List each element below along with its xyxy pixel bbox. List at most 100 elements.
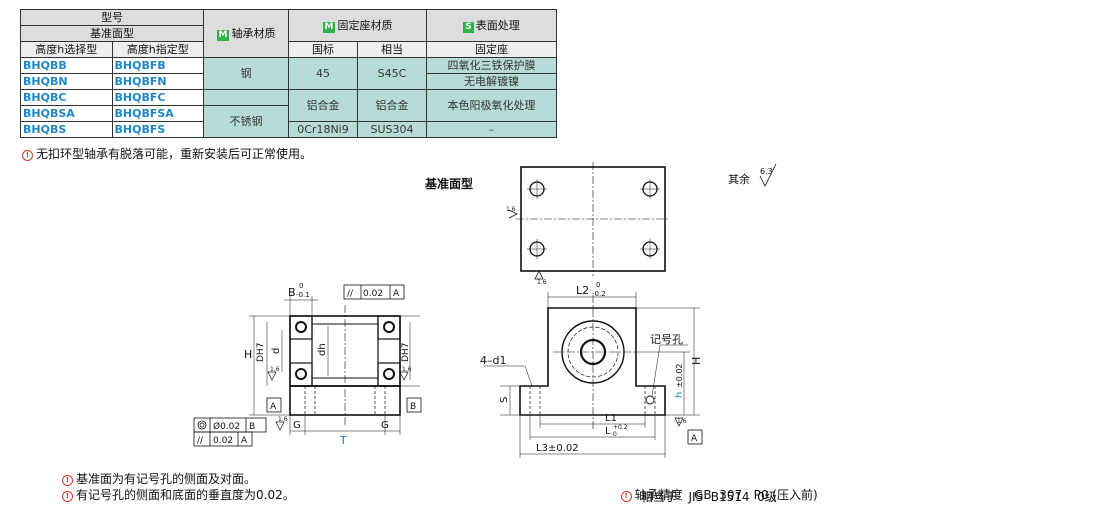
tol-B-upper: 0 [299, 282, 303, 290]
model-link[interactable]: BHQBFB [111, 57, 204, 74]
dim-DH7: DH7 [256, 343, 266, 362]
seat-equiv-cell: S45C [357, 57, 427, 90]
warning-icon: ! [62, 475, 73, 486]
datum-A-label: A [691, 434, 698, 444]
roughness-value: 1.6 [537, 279, 547, 286]
roughness-value: 1.6 [402, 366, 412, 373]
model-link[interactable]: BHQBC [20, 89, 113, 106]
ball-icon [295, 368, 307, 380]
bearing-cell: 钢 [203, 57, 289, 90]
note-base-2: !有记号孔的侧面和底面的垂直度为0.02。 [62, 486, 295, 503]
concentricity-icon [197, 420, 207, 430]
dim-d: d [271, 348, 282, 354]
warning-icon: ! [22, 150, 33, 161]
dim-S: S [499, 397, 510, 403]
model-link[interactable]: BHQBB [20, 57, 113, 74]
bolt-hole-icon [640, 179, 660, 199]
dim-h: h [674, 392, 685, 398]
tol-parallel: 0.02 [363, 289, 383, 299]
bearing-cell-empty [203, 89, 289, 106]
dim-L1: L1 [605, 413, 617, 424]
tol-h: ±0.02 [675, 363, 684, 388]
datum-box [406, 397, 422, 413]
datum-B-ref: B [249, 422, 255, 432]
seat-equiv-cell: SUS304 [357, 121, 427, 138]
note-accuracy-2: 相当于 JIS B1514 0级 [641, 490, 777, 504]
material-tag-icon: M [322, 22, 336, 33]
tol-L-lower: 0 [613, 431, 617, 438]
surface-cell: 四氧化三铁保护膜 [426, 57, 557, 74]
tolerance-frame [343, 284, 405, 300]
roughness-value: 1.6 [677, 418, 687, 425]
roughness-icon [674, 417, 684, 427]
datum-A-label: A [270, 402, 277, 412]
tol-L2-lower: -0.2 [592, 290, 606, 298]
tol-L-upper: +0.2 [613, 424, 628, 431]
mark-hole-icon [645, 395, 655, 405]
roughness-icon [508, 209, 518, 219]
dim-4d1: 4–d1 [480, 354, 506, 367]
material-tag-icon: M [216, 30, 230, 41]
header-fixed: 固定座 [426, 41, 557, 58]
note-accuracy-1: !轴承精度 GB 307 P0 (压入前) [613, 472, 818, 503]
header-std: 国标 [288, 41, 358, 58]
dim-G: G [293, 420, 301, 431]
seat-equiv-cell: 铝合金 [357, 89, 427, 122]
tol-concentricity: Ø0.02 [213, 421, 240, 432]
datum-box [266, 397, 282, 413]
header-model: 型号 [20, 9, 204, 26]
tolerance-frame [193, 431, 253, 447]
roughness-icon [275, 421, 285, 431]
bolt-hole-icon [640, 239, 660, 259]
bolt-hole-icon [527, 239, 547, 259]
dim-dh: dh [317, 343, 328, 356]
surface-tag-icon: S [463, 22, 474, 33]
bolt-hole-icon [527, 179, 547, 199]
dim-H: H [690, 357, 703, 365]
note-base-1: !基准面为有记号孔的侧面及对面。 [62, 470, 256, 487]
datum-A-ref: A [393, 289, 400, 299]
dim-T: T [339, 434, 347, 447]
front-view [483, 292, 703, 458]
dim-G: G [381, 420, 389, 431]
dim-H: H [244, 348, 252, 361]
header-select-type: 高度h选择型 [20, 41, 113, 58]
warning-icon: ! [62, 491, 73, 502]
dim-DH7: DH7 [401, 343, 411, 362]
model-link[interactable]: BHQBFS [111, 121, 204, 138]
roughness-value: 1.6 [278, 416, 288, 423]
seat-std-cell: 铝合金 [288, 89, 358, 122]
datum-A-ref: A [241, 436, 248, 446]
seat-std-cell: 0Cr18Ni9 [288, 121, 358, 138]
seat-std-cell: 45 [288, 57, 358, 90]
mark-hole-label: 记号孔 [650, 333, 683, 346]
surface-cell: 无电解镀镍 [426, 73, 557, 90]
tol-L2-upper: 0 [596, 281, 600, 289]
tol-parallel: 0.02 [213, 436, 233, 446]
top-view [508, 162, 670, 280]
roughness-icon [399, 371, 409, 381]
parallel-symbol: // [347, 289, 354, 299]
model-link[interactable]: BHQBN [20, 73, 113, 90]
roughness-value: 1.6 [506, 206, 516, 213]
ball-icon [295, 321, 307, 333]
warning-icon: ! [620, 491, 632, 502]
note-top: !无扣环型轴承有脱落可能，重新安装后可正常使用。 [22, 145, 312, 162]
roughness-icon [267, 371, 277, 381]
rest-label: 其余 [728, 172, 750, 186]
model-link[interactable]: BHQBSA [20, 105, 113, 122]
roughness-icon [534, 270, 544, 280]
parallel-symbol: // [197, 436, 204, 446]
ball-icon [383, 368, 395, 380]
roughness-rest-icon [759, 163, 777, 187]
roughness-value: 1.6 [270, 366, 280, 373]
model-link[interactable]: BHQBS [20, 121, 113, 138]
dim-L2: L2 [576, 284, 589, 297]
section-view [193, 284, 422, 447]
roughness-value: 6.3 [760, 167, 773, 176]
dim-L: L [605, 426, 611, 437]
